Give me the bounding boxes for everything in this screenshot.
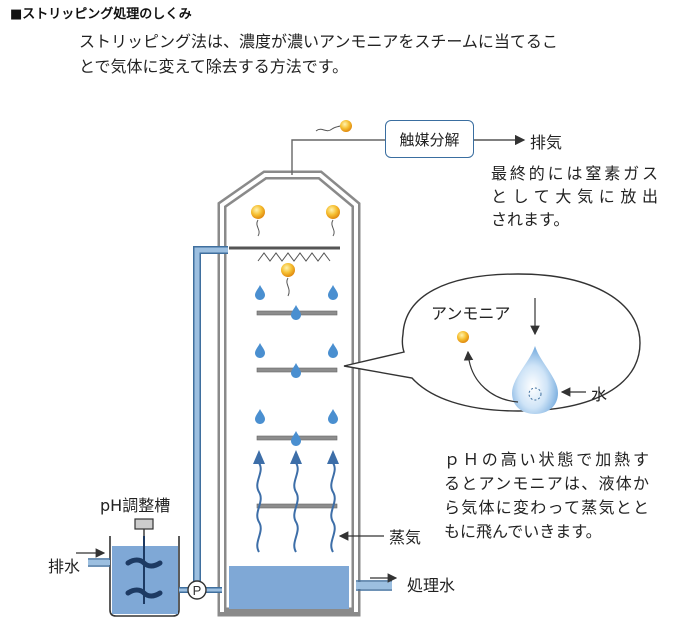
water-droplet: [291, 431, 301, 446]
tank-paddle: [125, 557, 163, 569]
water-droplet: [328, 285, 338, 300]
feed-pipe-fill: [194, 247, 228, 589]
ph-note: ｐＨの高い状態で加熱す るとアンモニアは、液体か ら気体に変わって蒸気とと もに…: [444, 448, 649, 544]
ph-note-line: もに飛んでいきます。: [444, 522, 602, 541]
ammonia-tail: [256, 219, 260, 237]
water-label: 水: [591, 385, 608, 404]
tank-paddle: [125, 587, 163, 599]
steam-wave: [256, 462, 262, 553]
ammonia-ball-callout: [457, 331, 469, 343]
callout-bubble: [343, 273, 641, 412]
dissolved-ammonia: [528, 387, 542, 401]
exhaust-note-line: 最終的には窒素ガス: [491, 164, 658, 183]
ph-note-line: ｐＨの高い状態で加熱す: [444, 450, 649, 469]
treated-water-label: 処理水: [407, 576, 456, 595]
steam-wave: [293, 462, 299, 553]
water-droplet: [255, 409, 265, 424]
steam-label: 蒸気: [389, 528, 422, 547]
pump-label: P: [193, 583, 202, 598]
drain-pipe-fill: [88, 560, 110, 565]
section-heading: ■ストリッピング処理のしくみ: [10, 7, 192, 22]
spray-zigzag: [257, 252, 331, 262]
ammonia-tail: [286, 277, 290, 297]
ammonia-tail: [331, 219, 335, 237]
exhaust-note: 最終的には窒素ガス として大気に放出 されます。: [491, 162, 658, 231]
ammonia-ball: [281, 263, 295, 277]
release-arrow: [463, 350, 519, 403]
catalyst-box: 触媒分解: [385, 120, 474, 158]
treated-water-pipe-fill: [356, 582, 392, 589]
pump: [187, 580, 207, 600]
water-droplet: [291, 363, 301, 378]
top-pipe: [291, 139, 385, 175]
water-droplet: [255, 343, 265, 358]
steam-arrowhead: [253, 450, 265, 464]
water-droplet: [328, 409, 338, 424]
intro-text: ストリッピング法は、濃度が濃いアンモニアをスチームに当てるこ とで気体に変えて除…: [79, 29, 639, 79]
intro-line-2: とで気体に変えて除去する方法です。: [79, 57, 349, 76]
steam-arrows: [253, 450, 339, 553]
ammonia-ball-top: [340, 120, 352, 132]
ph-tank-label: pH調整槽: [100, 496, 171, 515]
ph-note-line: ら気体に変わって蒸気とと: [444, 498, 649, 517]
ph-note-line: るとアンモニアは、液体か: [444, 474, 649, 493]
water-droplet: [291, 305, 301, 320]
steam-arrowhead: [290, 450, 302, 464]
water-droplet: [328, 343, 338, 358]
ammonia-label: アンモニア: [431, 304, 511, 323]
ammonia-ball: [251, 205, 265, 219]
tower-water: [229, 566, 349, 609]
exhaust-note-line: されます。: [491, 210, 570, 229]
tank-motor: [134, 518, 154, 530]
exhaust-label: 排気: [530, 133, 563, 152]
intro-line-1: ストリッピング法は、濃度が濃いアンモニアをスチームに当てるこ: [79, 32, 558, 51]
steam-wave: [330, 462, 336, 553]
tower-outline: [217, 170, 361, 617]
ammonia-ball: [326, 205, 340, 219]
steam-arrowhead: [327, 450, 339, 464]
water-droplet: [255, 285, 265, 300]
top-ammonia-tail: [315, 125, 341, 132]
big-droplet: [512, 346, 558, 414]
droplets: [255, 285, 338, 446]
exhaust-note-line: として大気に放出: [491, 187, 658, 206]
drain-label: 排水: [48, 557, 81, 576]
